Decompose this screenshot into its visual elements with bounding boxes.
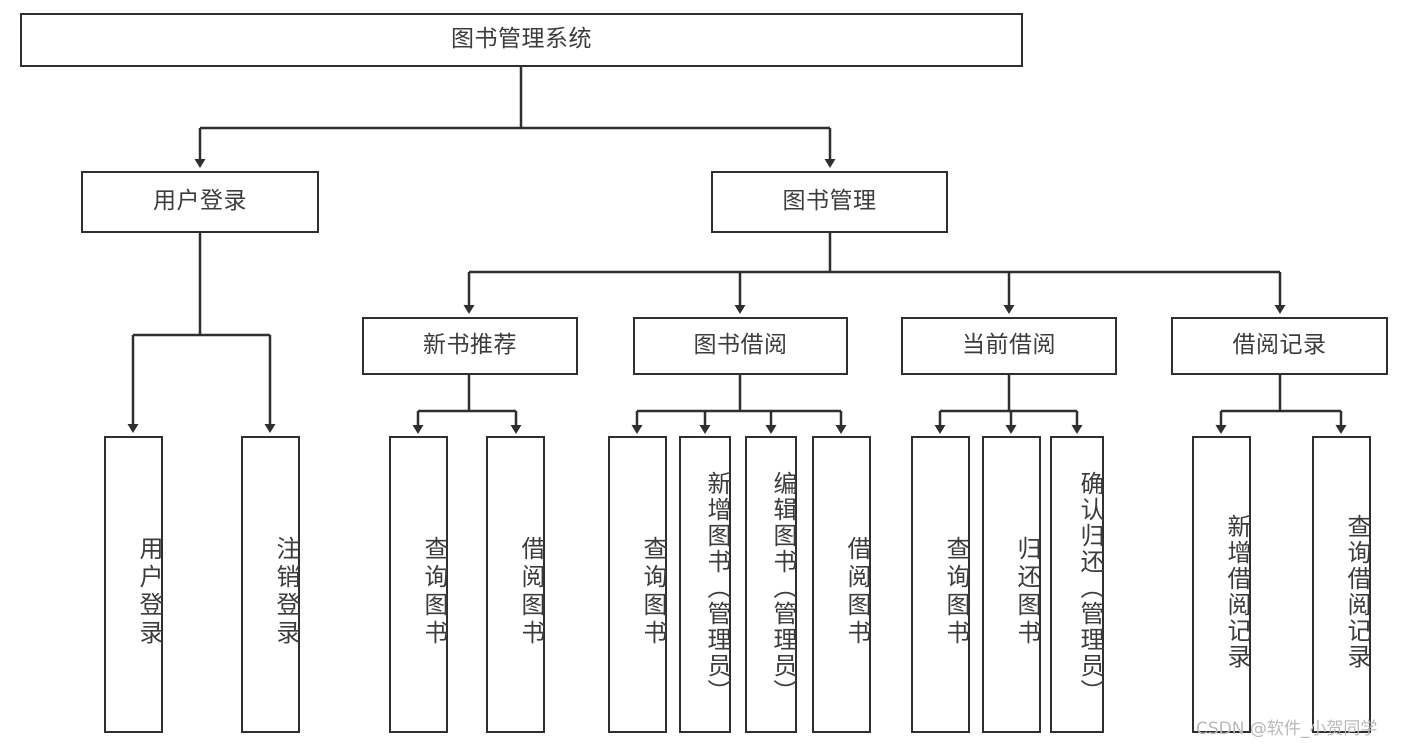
node-leaf-borrow-book-recommend[interactable]: 借阅图书 bbox=[486, 436, 545, 733]
node-leaf-edit-book-admin[interactable]: 编辑图书（管理员） bbox=[745, 436, 797, 733]
node-new-book-recommend[interactable]: 新书推荐 bbox=[362, 317, 578, 375]
node-leaf-add-book-admin-label: 新增图书（管理员） bbox=[703, 470, 731, 705]
node-leaf-user-login[interactable]: 用户登录 bbox=[104, 436, 163, 733]
edge-currentborrow-to-leaves bbox=[934, 375, 1083, 434]
edge-bookmanage-to-level2 bbox=[463, 233, 1286, 314]
edge-root-to-level1 bbox=[194, 67, 836, 168]
node-leaf-query-borrow-record[interactable]: 查询借阅记录 bbox=[1312, 436, 1371, 733]
node-leaf-borrow-book-label: 借阅图书 bbox=[843, 535, 871, 648]
node-leaf-confirm-return-admin-label: 确认归还（管理员） bbox=[1076, 470, 1104, 705]
node-leaf-logout[interactable]: 注销登录 bbox=[241, 436, 300, 733]
node-root-label: 图书管理系统 bbox=[451, 26, 592, 53]
node-user-login-label: 用户登录 bbox=[153, 188, 247, 215]
node-leaf-edit-book-admin-label: 编辑图书（管理员） bbox=[769, 470, 797, 705]
node-leaf-confirm-return-admin[interactable]: 确认归还（管理员） bbox=[1050, 436, 1104, 733]
node-leaf-return-book[interactable]: 归还图书 bbox=[982, 436, 1041, 733]
node-leaf-user-login-label: 用户登录 bbox=[135, 535, 163, 648]
edge-borrowrecord-to-leaves bbox=[1215, 375, 1347, 434]
node-book-borrow-label: 图书借阅 bbox=[693, 332, 788, 359]
node-leaf-borrow-book[interactable]: 借阅图书 bbox=[812, 436, 871, 733]
node-current-borrow-label: 当前借阅 bbox=[962, 332, 1056, 359]
node-leaf-add-borrow-record-label: 新增借阅记录 bbox=[1223, 513, 1251, 670]
node-leaf-logout-label: 注销登录 bbox=[272, 535, 300, 648]
node-leaf-query-book-recommend[interactable]: 查询图书 bbox=[389, 436, 448, 733]
node-book-manage-label: 图书管理 bbox=[782, 188, 877, 215]
node-user-login[interactable]: 用户登录 bbox=[81, 171, 319, 233]
edge-bookborrow-to-leaves bbox=[631, 375, 847, 434]
node-leaf-query-book-current[interactable]: 查询图书 bbox=[911, 436, 970, 733]
node-leaf-borrow-book-recommend-label: 借阅图书 bbox=[517, 535, 545, 648]
node-current-borrow[interactable]: 当前借阅 bbox=[901, 317, 1117, 375]
node-leaf-query-book-recommend-label: 查询图书 bbox=[420, 535, 448, 648]
node-borrow-record[interactable]: 借阅记录 bbox=[1171, 317, 1388, 375]
edge-newbook-to-leaves bbox=[412, 375, 522, 434]
node-leaf-add-book-admin[interactable]: 新增图书（管理员） bbox=[679, 436, 731, 733]
watermark: CSDN @软件_小贺同学 bbox=[1196, 719, 1378, 739]
node-leaf-query-borrow-record-label: 查询借阅记录 bbox=[1343, 513, 1371, 670]
node-book-borrow[interactable]: 图书借阅 bbox=[633, 317, 848, 375]
node-new-book-recommend-label: 新书推荐 bbox=[423, 332, 517, 359]
node-leaf-query-book-current-label: 查询图书 bbox=[942, 535, 970, 648]
node-leaf-query-book-borrow-label: 查询图书 bbox=[639, 535, 667, 648]
node-leaf-query-book-borrow[interactable]: 查询图书 bbox=[608, 436, 667, 733]
node-borrow-record-label: 借阅记录 bbox=[1232, 332, 1327, 359]
node-leaf-return-book-label: 归还图书 bbox=[1013, 535, 1041, 648]
node-leaf-add-borrow-record[interactable]: 新增借阅记录 bbox=[1192, 436, 1251, 733]
edge-userlogin-to-leaves bbox=[127, 233, 276, 433]
node-book-manage[interactable]: 图书管理 bbox=[711, 171, 948, 233]
node-root[interactable]: 图书管理系统 bbox=[20, 13, 1023, 67]
